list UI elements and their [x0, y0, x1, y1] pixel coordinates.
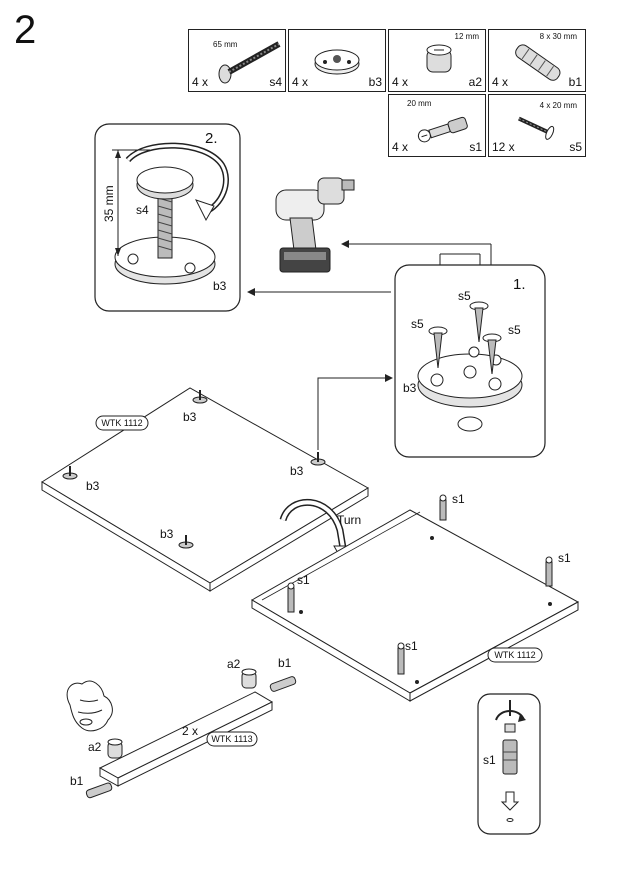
step-number: 2 [14, 8, 37, 52]
hand-icon [66, 680, 113, 732]
wood-screw-icon [518, 116, 555, 140]
bolt-label-4: s1 [405, 639, 418, 653]
part-qty: 4 x [392, 75, 409, 89]
screw-label-mid: s5 [458, 289, 471, 303]
panel-label-tag: WTK 1112 [487, 647, 543, 663]
detail-1-frame: 1. s5 s5 s5 b3 [394, 264, 546, 458]
cam-lock-icon [426, 44, 452, 73]
detail-2-frame: 2. 35 mm s4 b3 [94, 123, 241, 312]
cam-bolt-detail-frame: s1 [477, 693, 541, 835]
part-b3-box: 4 x b3 [288, 29, 386, 92]
part-code: s1 [469, 140, 482, 154]
bolt-label-s4: s4 [136, 203, 149, 217]
part-code: b3 [368, 75, 382, 89]
plate-label-b3: b3 [213, 279, 227, 293]
part-qty: 4 x [392, 140, 409, 154]
panel-label-tag: WTK 1112 [95, 415, 149, 431]
part-size: 65 mm [213, 40, 238, 49]
cam-bolt-label: s1 [483, 753, 496, 767]
side-panel: WTK 1113 2 x a2 b1 a2 b1 [66, 656, 297, 799]
plate-label-1: b3 [183, 410, 197, 424]
part-qty: 4 x [492, 75, 509, 89]
bolt-icon [218, 41, 281, 84]
cam-label-left: a2 [88, 740, 102, 754]
part-code: s5 [569, 140, 582, 154]
bottom-panel: WTK 1112 s1 s1 s1 s1 [251, 492, 580, 702]
top-panel: WTK 1112 b3 b3 b3 b3 [41, 387, 369, 592]
cam-bolt-icon [417, 116, 468, 143]
wooden-dowel-icon [515, 44, 561, 81]
part-qty: 4 x [192, 75, 209, 89]
bolt-label-3: s1 [558, 551, 571, 565]
screw-label-left: s5 [411, 317, 424, 331]
mounting-plate-icon [314, 49, 360, 75]
bolt-label-1: s1 [452, 492, 465, 506]
part-code: b1 [568, 75, 582, 89]
plate-label-b3: b3 [403, 381, 417, 395]
plate-label-2: b3 [86, 479, 100, 493]
detail-2-title: 2. [205, 130, 218, 147]
dowel-label-top: b1 [278, 656, 292, 670]
part-s5-box: 4 x 20 mm 12 x s5 [488, 94, 586, 157]
screw-label-right: s5 [508, 323, 521, 337]
cam-label-top: a2 [227, 657, 241, 671]
part-qty: 12 x [492, 140, 515, 154]
part-code: a2 [468, 75, 482, 89]
panel-code: WTK 1112 [101, 418, 142, 428]
part-s4-box: 65 mm 4 x s4 [188, 29, 286, 92]
part-size: 20 mm [407, 99, 432, 108]
part-b1-box: 8 x 30 mm 4 x b1 [488, 29, 586, 92]
dowel-label-left: b1 [70, 774, 84, 788]
panel-count: 2 x [182, 724, 198, 738]
dimension-label: 35 mm [102, 185, 116, 222]
part-code: s4 [269, 75, 282, 89]
part-size: 8 x 30 mm [539, 32, 577, 41]
part-size: 12 mm [454, 32, 479, 41]
turn-label: Turn [337, 513, 361, 527]
part-size: 4 x 20 mm [539, 101, 577, 110]
plate-label-3: b3 [290, 464, 304, 478]
drill-icon [275, 177, 355, 273]
detail-1-title: 1. [513, 276, 526, 293]
part-a2-box: 12 mm 4 x a2 [388, 29, 486, 92]
panel-code: WTK 1113 [211, 734, 252, 744]
part-qty: 4 x [292, 75, 309, 89]
bolt-label-2: s1 [297, 573, 310, 587]
panel-code: WTK 1112 [494, 650, 535, 660]
panel-label-tag: WTK 1113 [206, 731, 258, 747]
plate-label-4: b3 [160, 527, 174, 541]
part-s1-box: 20 mm 4 x s1 [388, 94, 486, 157]
